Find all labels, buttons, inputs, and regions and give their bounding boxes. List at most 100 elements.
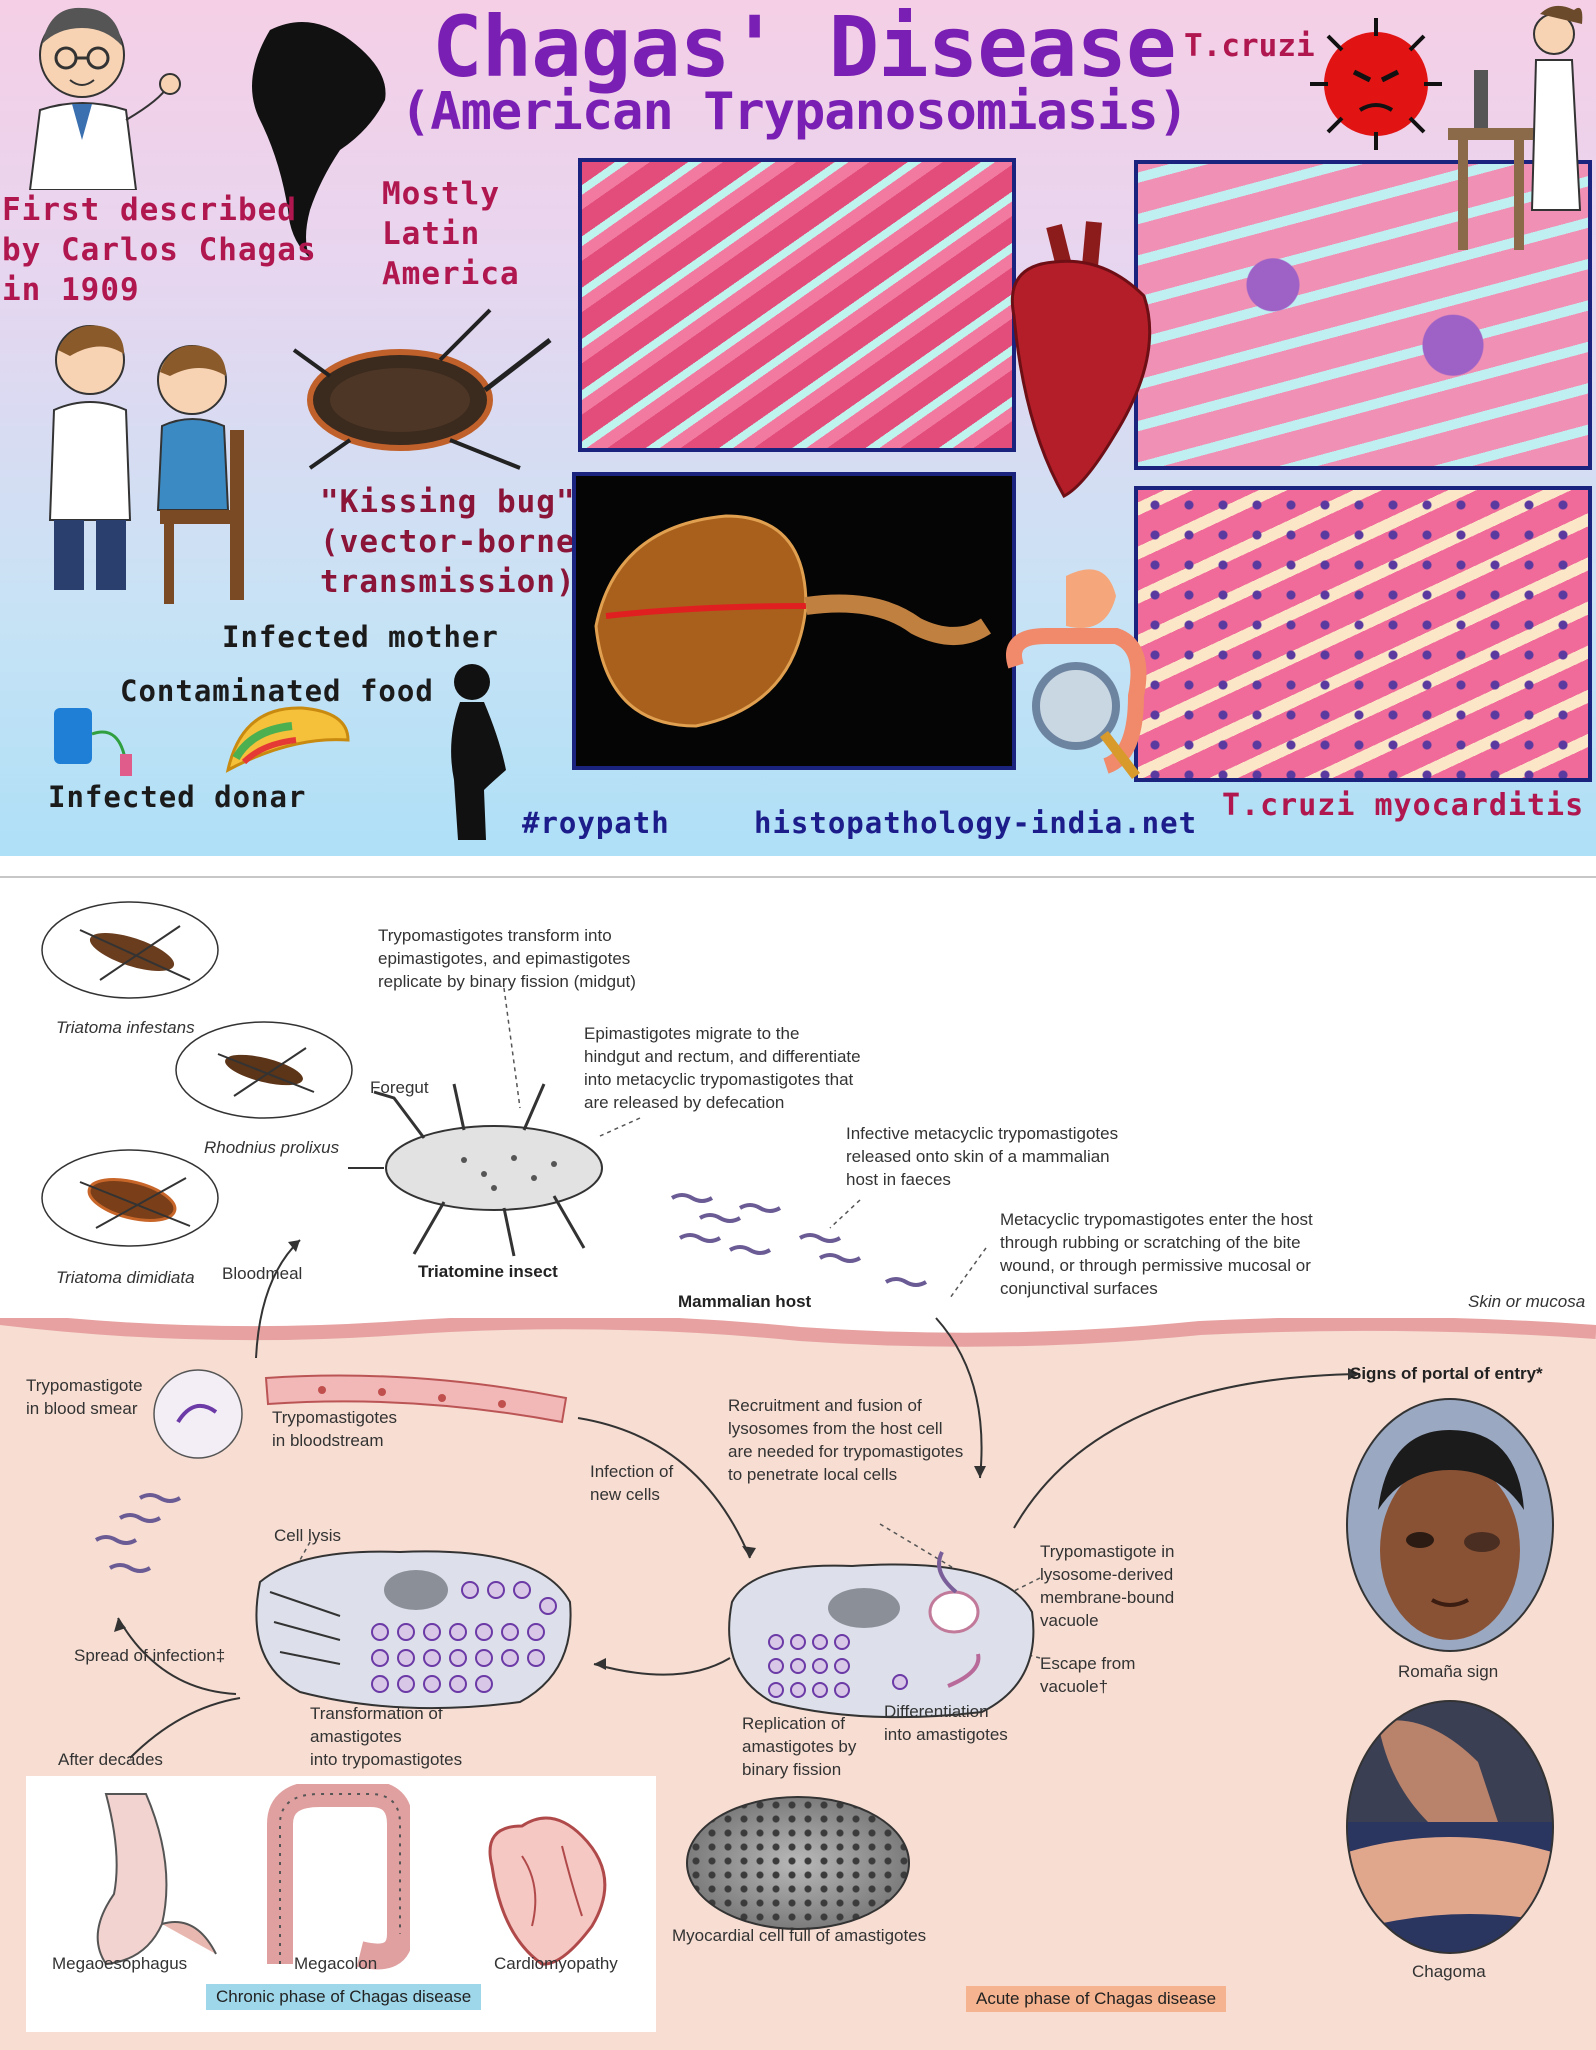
region-line: America xyxy=(382,256,520,292)
replication-note: Replication of amastigotes by binary fis… xyxy=(742,1712,856,1781)
recruitment-note: Recruitment and fusion of lysosomes from… xyxy=(728,1394,963,1486)
myocardium-micrograph-2 xyxy=(1134,160,1592,470)
pregnant-mother-silhouette xyxy=(451,664,506,840)
note-line: Differentiation xyxy=(884,1702,989,1721)
chronic-phase-panel: Megaoesophagus Megacolon Cardiomyopathy … xyxy=(26,1776,656,2032)
vector-line: (vector-borne xyxy=(320,524,576,560)
myocarditis-micrograph xyxy=(1134,486,1592,782)
label-line: new cells xyxy=(590,1485,660,1504)
life-cycle-diagram: Triatoma infestans Rhodnius prolixus Tri… xyxy=(0,876,1596,2050)
chronic-organ-label: Megacolon xyxy=(294,1954,378,1973)
infected-mother-label: Infected mother xyxy=(222,620,499,654)
history-line: First described xyxy=(2,192,297,228)
megaoesophagus-icon xyxy=(96,1793,217,1966)
spread-label: Spread of infection‡ xyxy=(74,1646,226,1665)
blood-smear-label: Trypomastigote in blood smear xyxy=(26,1374,143,1420)
south-america-map-icon xyxy=(252,22,386,258)
vector-label: "Kissing bug" (vector-borne transmission… xyxy=(320,482,576,602)
kissing-bug-icon xyxy=(292,308,552,470)
note-line: Trypomastigote in xyxy=(1040,1542,1175,1561)
bloodstream-label: Trypomastigotes in bloodstream xyxy=(272,1406,397,1452)
romana-sign-photo xyxy=(1346,1398,1554,1652)
note-line: into trypomastigotes xyxy=(310,1750,463,1769)
note-line: lysosome-derived xyxy=(1040,1565,1174,1584)
vector-name: Triatoma infestans xyxy=(56,1018,195,1037)
after-decades-label: After decades xyxy=(58,1750,163,1769)
vector-oval-dimidiata xyxy=(41,1149,219,1247)
skin-mucosa-label: Skin or mucosa xyxy=(1468,1292,1586,1311)
region-line: Latin xyxy=(382,216,481,252)
myocardial-cell-label: Myocardial cell full of amastigotes xyxy=(672,1926,927,1945)
note-line: binary fission xyxy=(742,1760,842,1779)
myocarditis-caption: T.cruzi myocarditis xyxy=(1222,788,1585,823)
chronic-organ-label: Megaoesophagus xyxy=(52,1954,188,1973)
infected-donor-label: Infected donar xyxy=(48,780,307,814)
note-line: Replication of xyxy=(742,1714,846,1733)
label-line: in blood smear xyxy=(26,1399,138,1418)
note-line: lysosomes from the host cell xyxy=(728,1419,943,1438)
hashtag-label: #roypath xyxy=(522,806,670,840)
face-icon xyxy=(1378,1430,1524,1640)
lysing-host-cell xyxy=(255,1550,572,1710)
region-line: Mostly xyxy=(382,176,500,212)
mammalian-host-label: Mammalian host xyxy=(678,1292,812,1311)
escape-note: Escape from vacuole† xyxy=(1040,1652,1135,1698)
midgut-note: Trypomastigotes transform into epimastig… xyxy=(378,924,636,993)
note-line: vacuole xyxy=(1040,1611,1099,1630)
history-label: First described by Carlos Chagas in 1909 xyxy=(2,190,317,310)
label-line: in bloodstream xyxy=(272,1431,384,1450)
doctor-patient-illustration xyxy=(48,325,244,604)
digestive-system-icon xyxy=(1006,569,1147,780)
region-label: Mostly Latin America xyxy=(382,174,520,294)
dissected-bug-icon xyxy=(594,514,991,728)
note-line: vacuole† xyxy=(1040,1677,1109,1696)
note-line: through rubbing or scratching of the bit… xyxy=(1000,1233,1301,1252)
note-line: wound, or through permissive mucosal or xyxy=(1000,1256,1311,1275)
myocardium-micrograph-1 xyxy=(578,158,1016,452)
infected-host-cell xyxy=(728,1551,1035,1719)
pathogen-label: T.cruzi xyxy=(1184,28,1315,64)
heart-icon xyxy=(1010,221,1152,498)
note-line: Transformation of xyxy=(310,1704,443,1723)
note-line: host in faeces xyxy=(846,1170,951,1189)
portal-of-entry-label: Signs of portal of entry* xyxy=(1350,1364,1543,1383)
t-cruzi-virus-icon xyxy=(1310,18,1442,150)
vector-name: Triatoma dimidiata xyxy=(56,1268,195,1287)
note-line: into metacyclic trypomastigotes that xyxy=(584,1070,854,1089)
note-line: epimastigotes, and epimastigotes xyxy=(378,949,631,968)
note-line: Epimastigotes migrate to the xyxy=(584,1024,800,1043)
label-line: Trypomastigotes xyxy=(272,1408,398,1427)
cell-lysis-label: Cell lysis xyxy=(274,1526,342,1545)
infographic-poster: Chagas' Disease (American Trypanosomiasi… xyxy=(0,0,1596,856)
transformation-note: Transformation of amastigotes into trypo… xyxy=(310,1702,462,1771)
infective-note: Infective metacyclic trypomastigotes rel… xyxy=(846,1122,1118,1191)
differentiation-note: Differentiation into amastigotes xyxy=(884,1700,1008,1746)
vector-line: transmission) xyxy=(320,564,576,600)
contaminated-food-label: Contaminated food xyxy=(120,674,434,708)
kissing-bug-photo xyxy=(572,472,1016,770)
note-line: Escape from xyxy=(1040,1654,1136,1673)
website-link[interactable]: histopathology-india.net xyxy=(754,806,1198,840)
note-line: Recruitment and fusion of xyxy=(728,1396,922,1415)
scientist-microscope-icon xyxy=(1448,5,1583,250)
foregut-label: Foregut xyxy=(370,1078,429,1097)
note-line: Metacyclic trypomastigotes enter the hos… xyxy=(1000,1210,1313,1229)
blood-smear-circle xyxy=(153,1369,243,1459)
bloodmeal-label: Bloodmeal xyxy=(222,1264,303,1283)
triatomine-insect-label: Triatomine insect xyxy=(418,1262,558,1281)
poster-title: Chagas' Disease xyxy=(432,0,1177,96)
history-line: by Carlos Chagas xyxy=(2,232,317,268)
vector-oval-rhodnius xyxy=(175,1021,353,1119)
acute-phase-tag: Acute phase of Chagas disease xyxy=(966,1986,1227,2012)
vector-line: "Kissing bug" xyxy=(320,484,576,520)
note-line: membrane-bound xyxy=(1040,1588,1175,1607)
myocardial-cell-photo xyxy=(686,1796,910,1930)
note-line: to penetrate local cells xyxy=(728,1465,898,1484)
chronic-organ-label: Cardiomyopathy xyxy=(494,1954,618,1973)
blood-vessel xyxy=(264,1374,568,1424)
arm-icon xyxy=(1348,1720,1552,1952)
note-line: amastigotes by xyxy=(742,1737,857,1756)
chronic-phase-tag: Chronic phase of Chagas disease xyxy=(206,1984,482,2010)
note-line: hindgut and rectum, and differentiate xyxy=(584,1047,861,1066)
entry-note: Metacyclic trypomastigotes enter the hos… xyxy=(1000,1208,1313,1300)
